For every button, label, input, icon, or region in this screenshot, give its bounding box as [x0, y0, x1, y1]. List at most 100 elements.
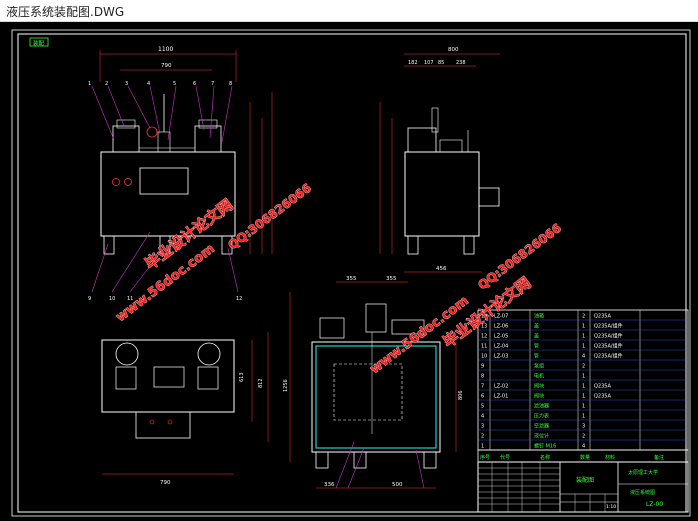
title-scale: 1:10: [606, 504, 616, 510]
leader-1: 1: [88, 81, 91, 87]
bom-cell-code: LZ-02: [494, 384, 508, 390]
bom-cell-name: 电机: [534, 373, 544, 380]
bom-cell-qty: 4: [582, 444, 585, 450]
sheet-border-inner: [17, 33, 687, 513]
bom-h-code: 代号: [500, 454, 510, 461]
bom-cell-qty: 2: [582, 434, 585, 440]
bom-cell-no: 10: [481, 354, 487, 360]
bom-cell-name: 螺钉 M16: [534, 443, 556, 450]
leader-6: 6: [193, 81, 196, 87]
svg-text:355: 355: [386, 276, 397, 282]
title-drawing-no: LZ-00: [646, 501, 663, 508]
bom-cell-no: 3: [481, 424, 484, 430]
svg-text:336: 336: [324, 482, 335, 488]
bom-cell-no: 8: [481, 374, 484, 380]
leader-11: 11: [127, 296, 133, 302]
bom-cell-name: 空滤器: [534, 423, 549, 430]
leader-8: 8: [229, 81, 232, 87]
watermark-qq-1: QQ:306826066: [225, 181, 314, 253]
leader-12: 12: [236, 296, 242, 302]
bom-cell-material: Q235A/组件: [594, 343, 623, 350]
title-drawing-name: 装配图: [576, 476, 594, 484]
svg-text:806: 806: [458, 390, 464, 400]
title-subtitle: 液压系统图: [630, 489, 655, 496]
sheet-tag-box: [29, 37, 49, 47]
cad-viewport[interactable]: 装配 1100 790: [0, 22, 698, 521]
bom-cell-qty: 1: [582, 374, 585, 380]
bom-cell-name: 盖: [534, 323, 539, 330]
bom-cell-qty: 1: [582, 334, 585, 340]
dim-front-inner: 790: [161, 63, 172, 69]
bom-cell-name: 液位计: [534, 433, 549, 440]
bom-cell-name: 盖: [534, 333, 539, 340]
bom-cell-no: 7: [481, 384, 484, 390]
svg-text:1256: 1256: [283, 379, 289, 392]
bom-cell-name: 阀块: [534, 383, 544, 390]
bom-cell-code: LZ-01: [494, 394, 508, 400]
bom-cell-no: 4: [481, 414, 484, 420]
leader-2: 2: [105, 81, 108, 87]
bom-cell-qty: 1: [582, 414, 585, 420]
leader-9: 9: [88, 296, 91, 302]
leader-3: 3: [125, 81, 128, 87]
side-view: 800 182 107 85 238 456: [379, 47, 500, 273]
title-school: 太原理工大学: [628, 469, 658, 476]
svg-text:355: 355: [346, 276, 357, 282]
bom-h-material: 材料: [605, 454, 615, 461]
leader-7: 7: [211, 81, 214, 87]
bom-h-no: 序号: [480, 454, 490, 461]
bom-h-name: 名称: [540, 454, 550, 461]
svg-text:500: 500: [392, 482, 403, 488]
bom-cell-name: 滤油器: [534, 403, 549, 410]
svg-text:812: 812: [258, 378, 264, 388]
bom-cell-name: 管: [534, 353, 539, 360]
window-title: 液压系统装配图.DWG: [6, 5, 125, 19]
bom-cell-no: 13: [481, 324, 487, 330]
leader-10: 10: [109, 296, 115, 302]
bom-cell-qty: 3: [582, 424, 585, 430]
bom-cell-material: Q235A/组件: [594, 333, 623, 340]
leader-5: 5: [173, 81, 176, 87]
bom-cell-code: LZ-03: [494, 354, 508, 360]
bom-cell-code: LZ-06: [494, 324, 508, 330]
bom-cell-no: 9: [481, 364, 484, 370]
bom-cell-no: 11: [481, 344, 487, 350]
bom-cell-no: 5: [481, 404, 484, 410]
svg-text:613: 613: [239, 372, 245, 382]
bom-cell-no: 6: [481, 394, 484, 400]
front-view: 1100 790: [88, 46, 273, 302]
bom-cell-name: 油箱: [534, 313, 544, 320]
bom-cell-qty: 1: [582, 404, 585, 410]
bom-cell-qty: 2: [582, 364, 585, 370]
bom-cell-no: 12: [481, 334, 487, 340]
bom-cell-code: LZ-04: [494, 344, 508, 350]
svg-text:238: 238: [456, 60, 466, 66]
top-view: 790 613 812: [101, 332, 269, 486]
dim-top-bottom: 790: [160, 480, 171, 486]
leader-4: 4: [147, 81, 150, 87]
bom-cell-material: Q235A: [594, 384, 611, 390]
dim-side-depth: 456: [436, 266, 447, 272]
sheet-tag: 装配: [33, 39, 45, 47]
bom-cell-qty: 2: [582, 314, 585, 320]
dim-side-width: 800: [448, 47, 459, 53]
bom-cell-material: Q235A: [594, 314, 611, 320]
bom-cell-qty: 1: [582, 384, 585, 390]
bom-cell-material: Q235A/组件: [594, 353, 623, 360]
title-bar: 液压系统装配图.DWG: [0, 0, 698, 22]
svg-text:107: 107: [424, 60, 434, 66]
title-block: 装配图 太原理工大学 液压系统图 LZ-00 1:10: [477, 461, 689, 513]
bom-h-qty: 数量: [580, 454, 590, 461]
bom-cell-name: 阀块: [534, 393, 544, 400]
bom-cell-material: Q235A/组件: [594, 323, 623, 330]
bom-cell-qty: 1: [582, 394, 585, 400]
cad-drawing[interactable]: 装配 1100 790: [0, 22, 698, 521]
sheet-border-outer: [11, 29, 691, 517]
bom-cell-no: 14: [481, 314, 487, 320]
bom-h-note: 备注: [654, 454, 664, 461]
bom-cell-name: 管: [534, 343, 539, 350]
bom-cell-material: Q235A: [594, 394, 611, 400]
svg-text:85: 85: [438, 60, 444, 66]
dim-front-width: 1100: [158, 46, 173, 53]
